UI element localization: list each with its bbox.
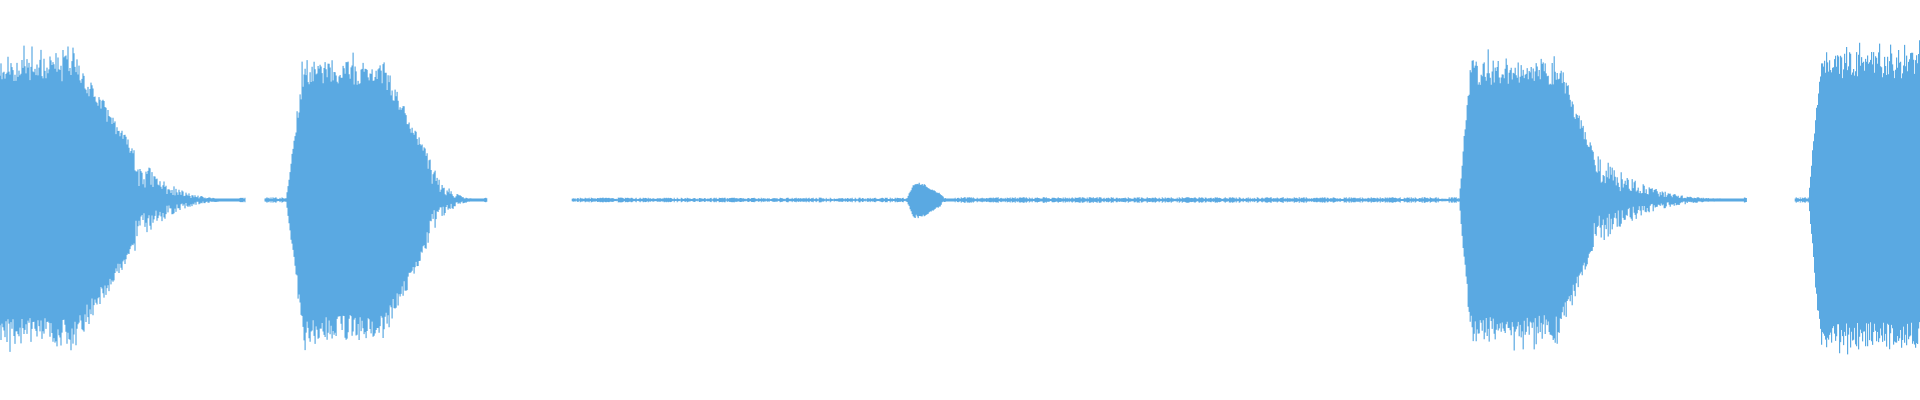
waveform-burst-5 — [1808, 40, 1920, 355]
noise-floor-segment — [571, 197, 907, 203]
noise-floor-segment — [953, 197, 1459, 203]
noise-floor-segment — [483, 197, 488, 203]
waveform-burst-2 — [285, 52, 484, 351]
waveform-burst-4 — [1458, 49, 1744, 351]
waveform-burst-3 — [905, 182, 955, 219]
noise-floor-segment — [239, 197, 246, 203]
noise-floor-segment — [264, 197, 287, 203]
noise-floor-segment — [1794, 197, 1809, 203]
waveform-burst-1 — [0, 45, 241, 352]
noise-floor-segment — [1742, 197, 1747, 203]
